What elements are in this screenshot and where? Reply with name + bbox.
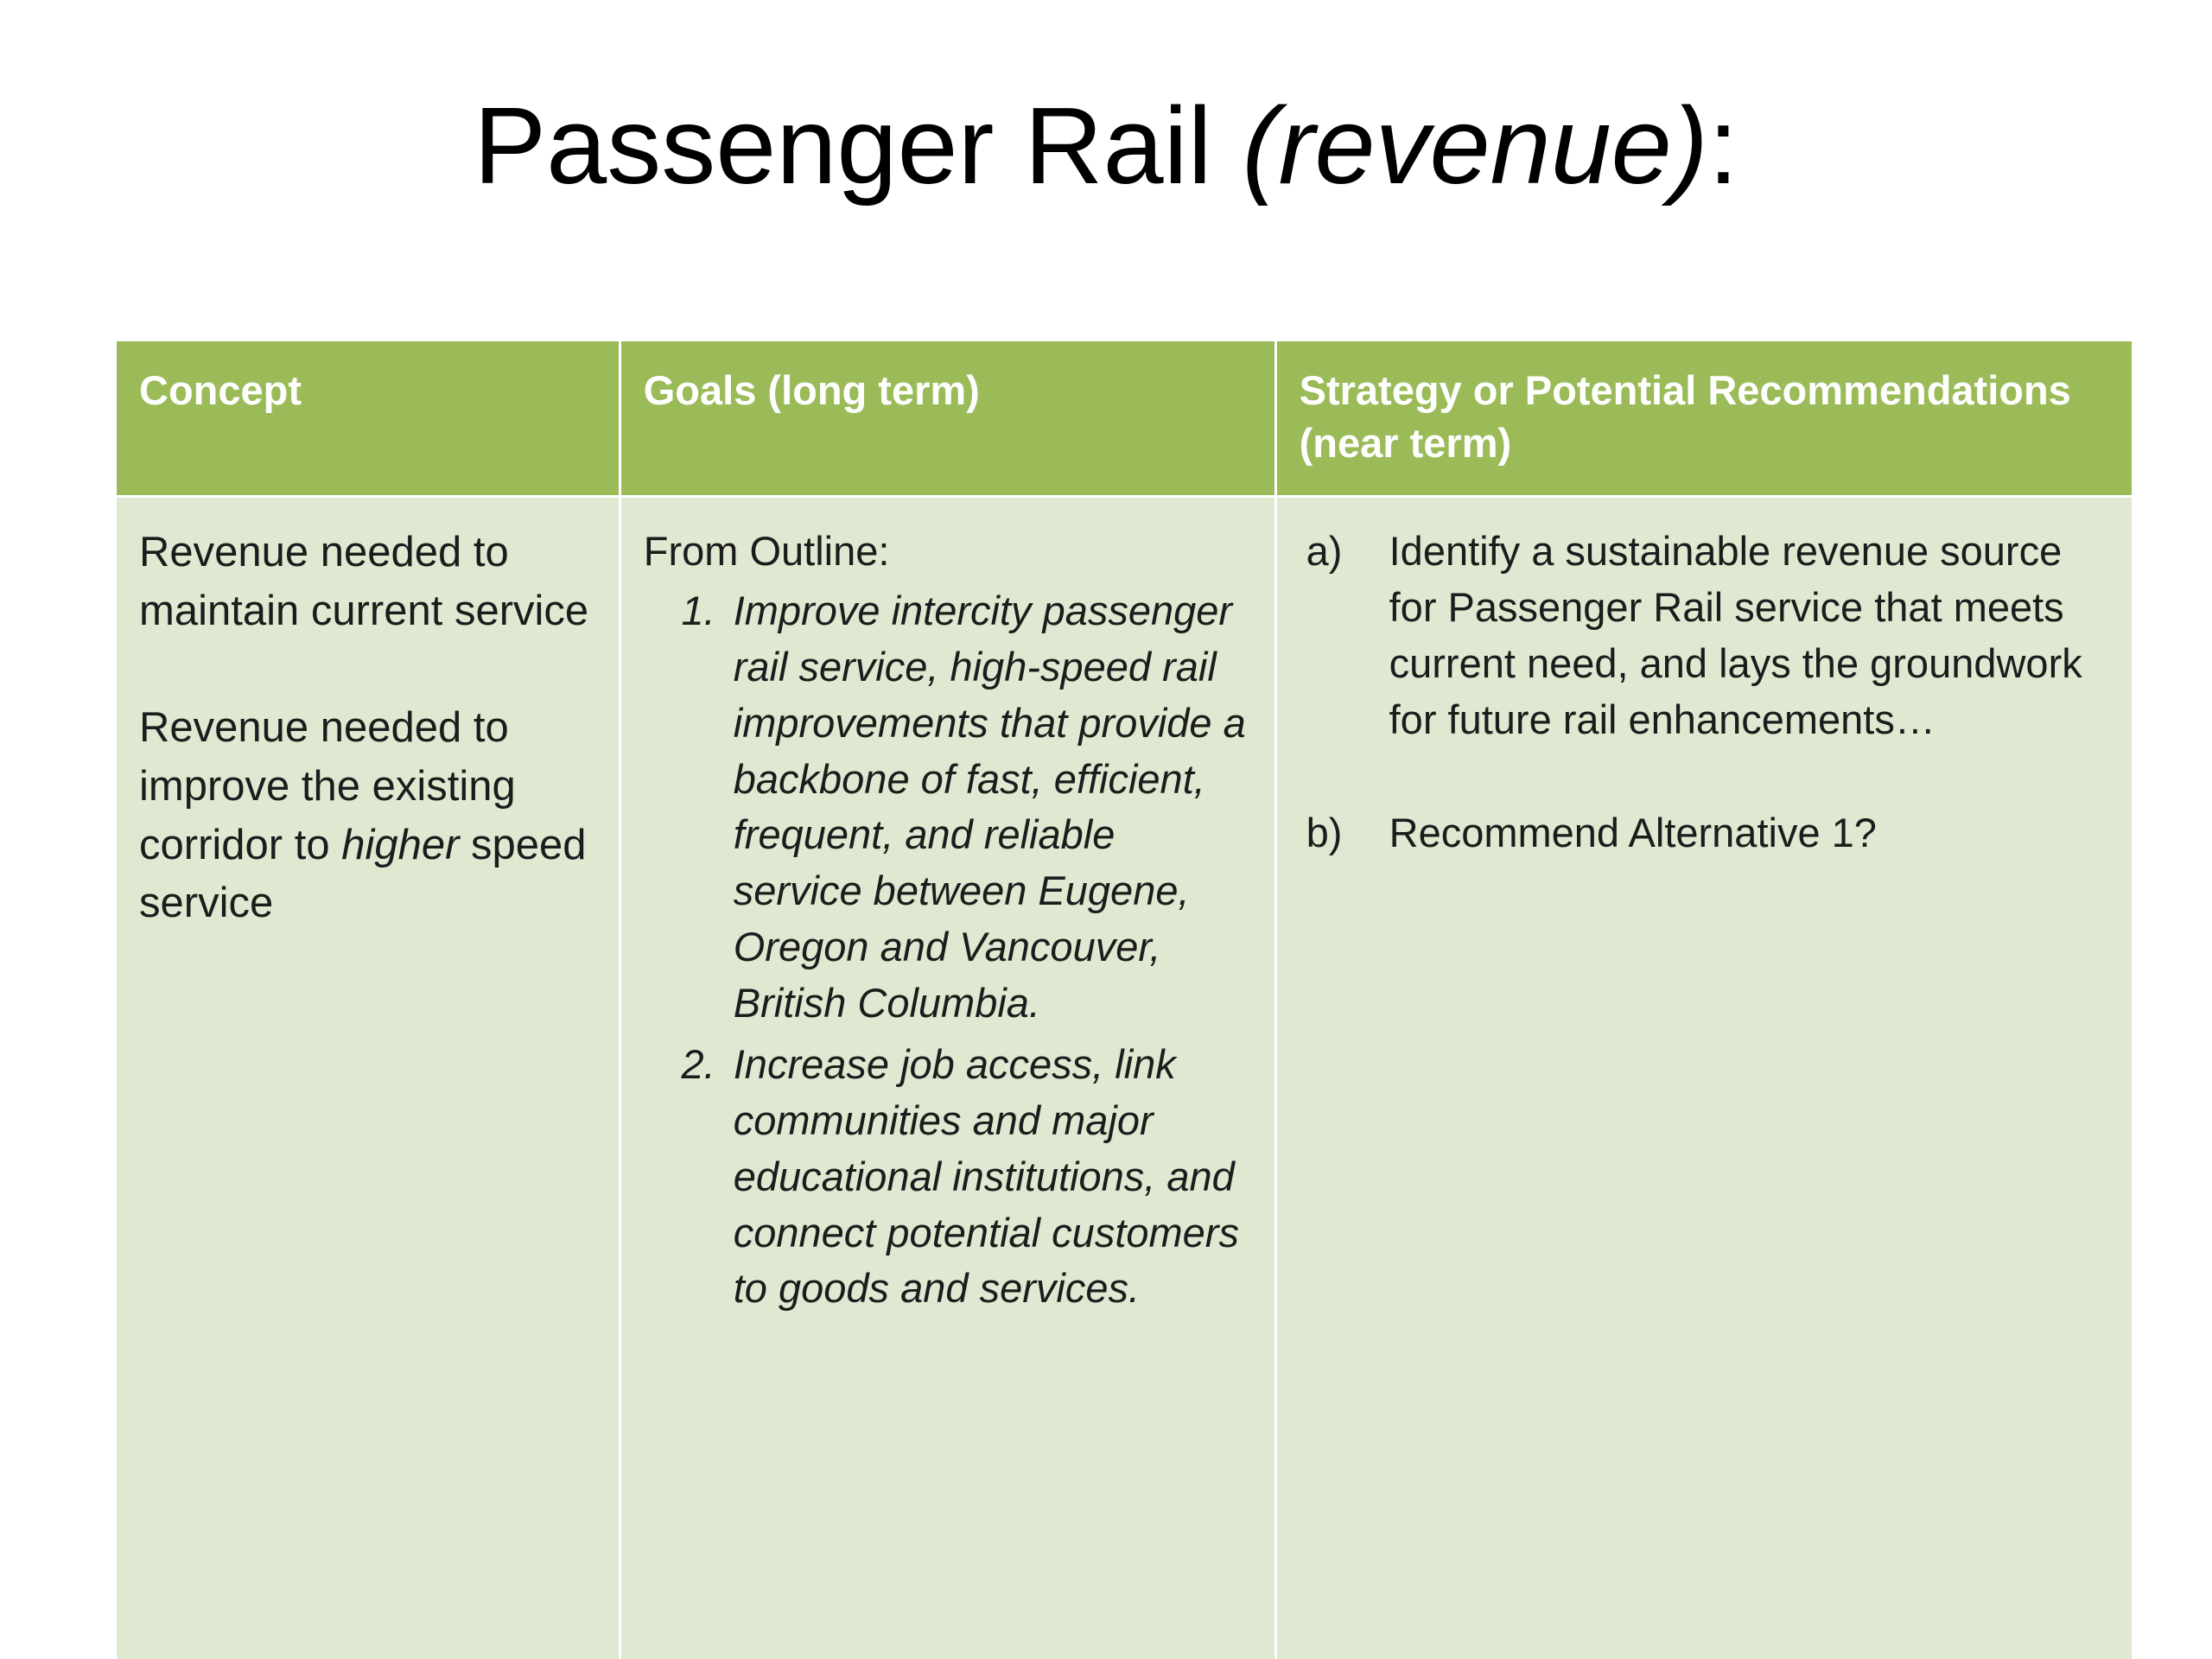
table-header-row: Concept Goals (long term) Strategy or Po… [114,338,2135,499]
slide-title-italic: (revenue) [1242,85,1708,207]
slide-title-suffix: : [1707,85,1738,207]
header-goals: Goals (long term) [618,338,1277,499]
strategy-item-b-label: b) [1306,809,1343,855]
cell-strategy: a) Identify a sustainable revenue source… [1274,495,2135,1659]
concept-paragraph-2-italic: higher [341,821,460,868]
concept-paragraph-2-post: speed service [139,821,587,927]
strategy-item-a-text: Identify a sustainable revenue source fo… [1389,528,2082,742]
strategy-item-a: a) Identify a sustainable revenue source… [1306,524,2107,747]
header-concept: Concept [114,338,621,499]
content-table: Concept Goals (long term) Strategy or Po… [114,338,2135,1659]
goals-list-item-2: Increase job access, link communities an… [727,1037,1250,1317]
slide-title-main: Passenger Rail [474,85,1243,207]
concept-paragraph-gap [139,640,594,699]
table-body-row: Revenue needed to maintain current servi… [114,495,2135,1659]
concept-paragraph-1: Revenue needed to maintain current servi… [139,529,589,634]
goals-list-item-1: Improve intercity passenger rail service… [727,583,1250,1032]
cell-goals: From Outline: Improve intercity passenge… [618,495,1277,1659]
concept-paragraph-2-pre: Revenue needed to improve the existing c… [139,704,516,868]
strategy-item-b: b) Recommend Alternative 1? [1306,805,2107,861]
header-strategy: Strategy or Potential Recommendations (n… [1274,338,2135,499]
concept-paragraph-2: Revenue needed to improve the existing c… [139,699,594,932]
cell-concept: Revenue needed to maintain current servi… [114,495,621,1659]
strategy-item-b-text: Recommend Alternative 1? [1389,809,1877,855]
slide-title: Passenger Rail (revenue): [0,86,2212,207]
strategy-item-a-label: a) [1306,528,1343,575]
goals-list: Improve intercity passenger rail service… [644,583,1250,1317]
goals-intro: From Outline: [643,528,890,575]
strategy-item-gap [1300,748,2107,805]
